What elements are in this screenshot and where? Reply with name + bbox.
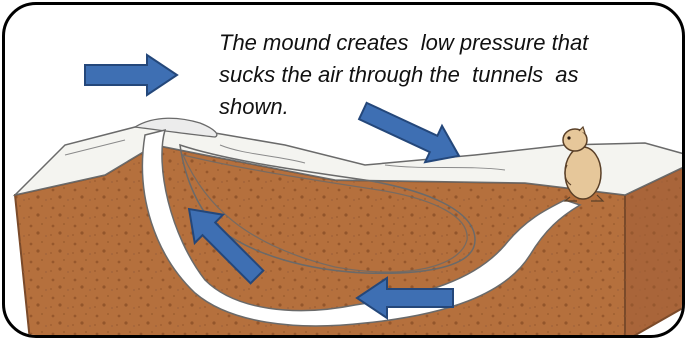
caption-line-1: The mound creates low pressure that bbox=[219, 27, 679, 59]
prairie-dog-icon bbox=[563, 127, 603, 201]
caption: The mound creates low pressure that suck… bbox=[219, 27, 679, 123]
wind-arrow-left bbox=[85, 55, 177, 95]
caption-line-2: sucks the air through the tunnels as bbox=[219, 59, 679, 91]
caption-line-3: shown. bbox=[219, 91, 679, 123]
diagram-frame: The mound creates low pressure that suck… bbox=[2, 2, 685, 338]
